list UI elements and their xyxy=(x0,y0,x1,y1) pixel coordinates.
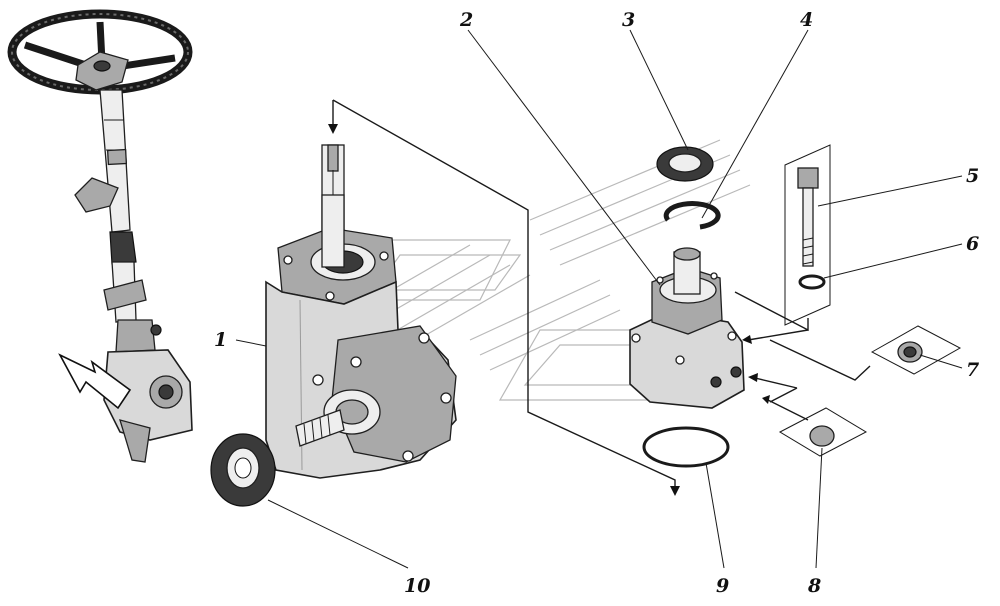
callout-3: 3 xyxy=(622,9,635,31)
plug-part-8 xyxy=(778,407,868,457)
callout-5: 5 xyxy=(966,165,979,187)
callout-2: 2 xyxy=(459,9,473,31)
gearbox-housing xyxy=(265,144,457,479)
callout-10: 10 xyxy=(404,575,430,597)
callout-8: 8 xyxy=(807,575,821,597)
callout-9: 9 xyxy=(716,575,729,597)
bolt-part-5 xyxy=(784,144,831,326)
plug-part-7 xyxy=(870,325,962,375)
o-ring-part-9 xyxy=(642,426,730,468)
seal-part-10 xyxy=(210,433,276,507)
callout-7: 7 xyxy=(966,359,979,381)
location-arrow xyxy=(58,353,132,410)
steering-column-assembly xyxy=(7,9,193,463)
oil-seal-part-3 xyxy=(656,146,714,182)
callout-1: 1 xyxy=(214,329,227,351)
callout-labels: 1 2 3 4 5 6 7 8 9 10 xyxy=(214,9,979,597)
valve-body-part-2 xyxy=(629,247,745,409)
leader-lines xyxy=(235,29,963,569)
callout-6: 6 xyxy=(966,233,979,255)
washer-part-6 xyxy=(798,274,826,290)
output-shaft xyxy=(295,409,345,447)
callout-4: 4 xyxy=(800,9,813,31)
assembly-guide-lines xyxy=(328,99,680,496)
retaining-ring-part-4 xyxy=(663,201,721,230)
lower-gearbox xyxy=(103,349,193,441)
column-bracket xyxy=(74,177,119,213)
part-arrows xyxy=(734,291,871,421)
